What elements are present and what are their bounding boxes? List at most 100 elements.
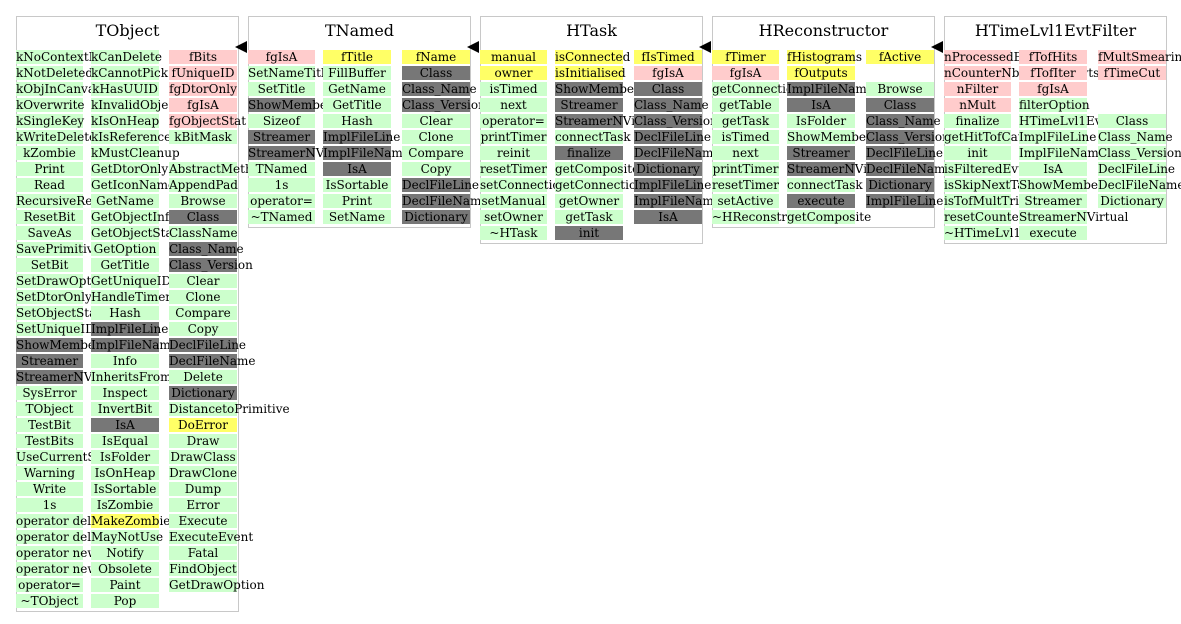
member-cell: IsA xyxy=(1019,162,1087,176)
member-cell: nCounterNbRejectedEvts xyxy=(944,66,1099,80)
member-cell: DrawClone xyxy=(169,466,237,480)
member-cell: SetName xyxy=(323,210,391,224)
member-cell: GetName xyxy=(323,82,391,96)
inheritance-arrow xyxy=(931,41,943,53)
member-cell: ShowMembers xyxy=(1019,178,1110,192)
member-cell: fName xyxy=(402,50,470,64)
member-cell: DrawClass xyxy=(169,450,237,464)
class-title: HTimeLvl1EvtFilter xyxy=(974,21,1137,40)
member-cell: Streamer xyxy=(555,98,623,112)
member-cell: IsA xyxy=(634,210,702,224)
member-cell: Class_Version xyxy=(169,258,253,272)
member-cell: IsOnHeap xyxy=(91,466,159,480)
inheritance-arrow xyxy=(699,41,711,53)
member-cell: SetNameTitle xyxy=(248,66,332,80)
member-cell: GetTitle xyxy=(323,98,391,112)
member-cell: Class_Version xyxy=(402,98,486,112)
member-cell: setManual xyxy=(480,194,547,208)
member-cell: getConnections xyxy=(712,82,808,96)
member-cell: finalize xyxy=(555,146,623,160)
member-cell: fgIsA xyxy=(1019,82,1087,96)
inheritance-arrow xyxy=(467,41,479,53)
member-cell: Dump xyxy=(169,482,237,496)
member-cell: IsSortable xyxy=(323,178,391,192)
member-cell: TObject xyxy=(16,402,83,416)
member-cell: Dictionary xyxy=(866,178,934,192)
member-cell: SetBit xyxy=(16,258,83,272)
member-cell: ImplFileLine xyxy=(866,194,944,208)
member-cell: fgIsA xyxy=(169,98,237,112)
member-cell: ~TNamed xyxy=(248,210,315,224)
member-cell: kIsOnHeap xyxy=(91,114,160,128)
member-cell: kNoContextMenu xyxy=(16,50,124,64)
member-cell: execute xyxy=(787,194,855,208)
member-cell: GetDtorOnly xyxy=(91,162,169,176)
member-cell: InvertBit xyxy=(91,402,159,416)
member-cell: operator= xyxy=(248,194,315,208)
member-cell: ImplFileName xyxy=(1019,146,1106,160)
member-cell: kSingleKey xyxy=(16,114,85,128)
member-cell: DeclFileLine xyxy=(1098,162,1176,176)
member-cell: Class xyxy=(402,66,470,80)
member-cell: GetObjectStat xyxy=(91,226,178,240)
member-cell: IsFolder xyxy=(787,114,855,128)
member-cell: DeclFileLine xyxy=(169,338,247,352)
member-cell: Class_Name xyxy=(169,242,244,256)
member-cell: Compare xyxy=(169,306,237,320)
member-cell: MakeZombie xyxy=(91,514,171,528)
class-title: HTask xyxy=(566,21,617,40)
member-cell: SysError xyxy=(16,386,83,400)
member-cell: Streamer xyxy=(16,354,83,368)
member-cell: SetTitle xyxy=(248,82,315,96)
member-cell: execute xyxy=(1019,226,1087,240)
member-cell: isInitialised xyxy=(555,66,626,80)
member-cell: kNotDeleted xyxy=(16,66,94,80)
member-cell: DeclFileName xyxy=(402,194,489,208)
member-cell: getTable xyxy=(712,98,779,112)
member-cell: kIsReferenced xyxy=(91,130,179,144)
class-title: HReconstructor xyxy=(758,21,889,40)
member-cell: operator new xyxy=(16,546,98,560)
member-cell: kOverwrite xyxy=(16,98,85,112)
member-cell: IsA xyxy=(787,98,855,112)
member-cell: TestBit xyxy=(16,418,83,432)
member-cell: fgIsA xyxy=(634,66,702,80)
member-cell: Streamer xyxy=(787,146,855,160)
member-cell: isTofMultTrigger xyxy=(944,194,1048,208)
member-cell: GetName xyxy=(91,194,159,208)
member-cell: Clone xyxy=(402,130,470,144)
member-cell: Notify xyxy=(91,546,159,560)
member-cell: DeclFileName xyxy=(1098,178,1181,192)
member-cell: fActive xyxy=(866,50,934,64)
member-cell: setOwner xyxy=(480,210,547,224)
member-cell: nFilter xyxy=(944,82,1011,96)
member-cell: Write xyxy=(16,482,83,496)
member-cell: init xyxy=(555,226,623,240)
member-cell: Streamer xyxy=(248,130,315,144)
member-cell: DeclFileLine xyxy=(866,146,944,160)
member-cell: init xyxy=(944,146,1011,160)
member-cell: nProcessedEvents xyxy=(944,50,1056,64)
member-cell: fTimeCut xyxy=(1098,66,1166,80)
member-cell: DoError xyxy=(169,418,237,432)
member-cell: Class_Name xyxy=(1098,130,1173,144)
class-title: TNamed xyxy=(324,21,395,40)
member-cell: Read xyxy=(16,178,83,192)
member-cell: Print xyxy=(16,162,83,176)
member-cell: connectTask xyxy=(555,130,631,144)
member-cell: ShowMembers xyxy=(16,338,107,352)
member-cell: Streamer xyxy=(1019,194,1087,208)
inheritance-arrow xyxy=(235,41,247,53)
member-cell: GetTitle xyxy=(91,258,159,272)
member-cell: getConnections xyxy=(555,178,651,192)
member-cell: filterOption xyxy=(1019,98,1090,112)
member-cell: Browse xyxy=(866,82,934,96)
class-title: TObject xyxy=(95,21,160,40)
member-cell: fIsTimed xyxy=(634,50,702,64)
member-cell: ~HReconstructor xyxy=(712,210,820,224)
member-cell: IsEqual xyxy=(91,434,159,448)
member-cell: DeclFileLine xyxy=(402,178,480,192)
member-cell: IsFolder xyxy=(91,450,159,464)
member-cell: FillBuffer xyxy=(323,66,391,80)
member-cell: ImplFileLine xyxy=(323,130,401,144)
